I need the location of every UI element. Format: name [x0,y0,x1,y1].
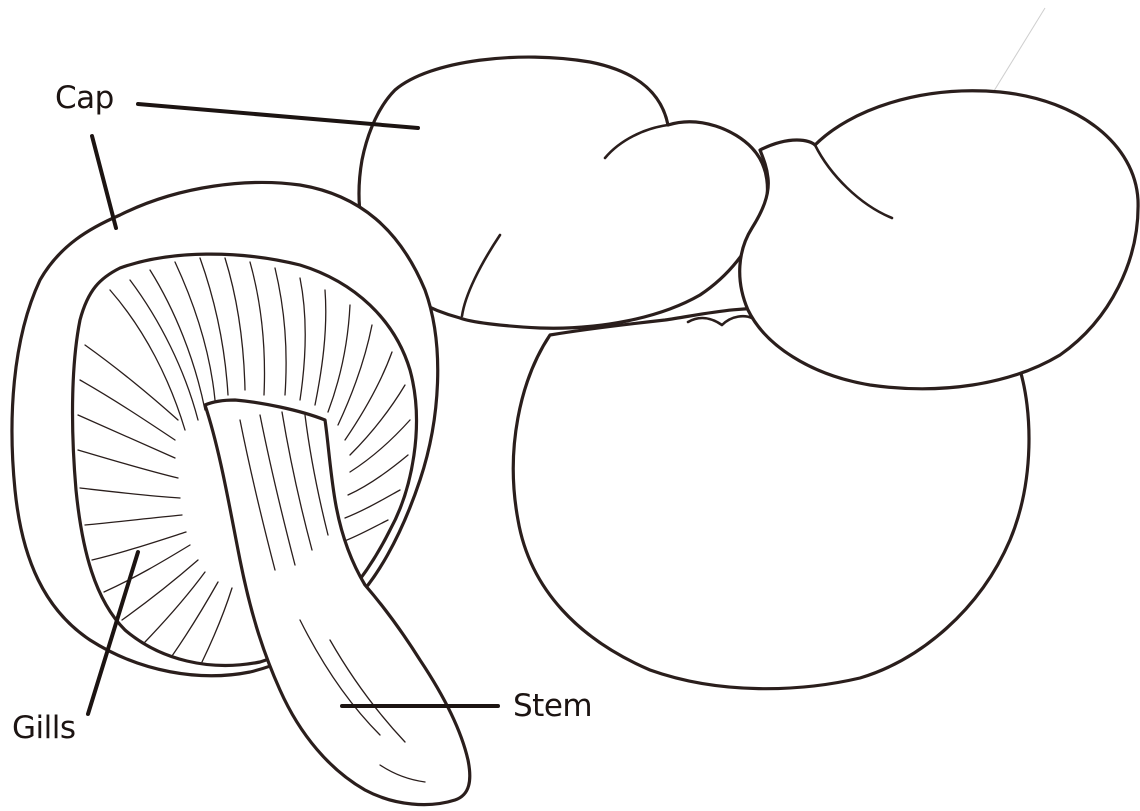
stem-label: Stem [513,688,592,724]
cap-rim-leader-line [92,136,116,228]
gills-label: Gills [12,710,76,746]
right-cap-shape [740,91,1138,389]
cap-label: Cap [55,80,114,116]
